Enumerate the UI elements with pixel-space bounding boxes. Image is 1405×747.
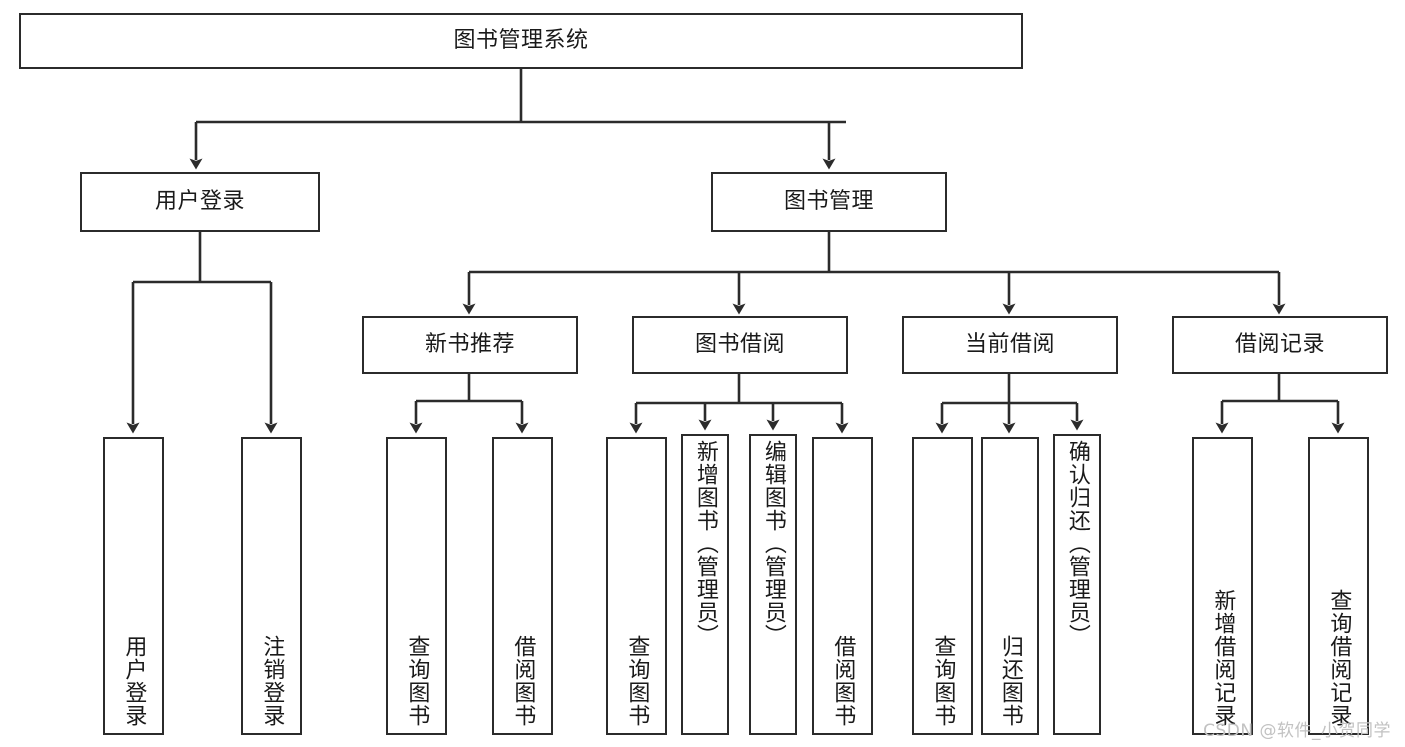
node-user-login[interactable]: 用户登录 bbox=[80, 172, 320, 232]
node-leaf-query-book-3[interactable]: 查询图书 bbox=[912, 437, 973, 735]
node-label: 注销登录 bbox=[259, 635, 285, 727]
node-label: 图书管理 bbox=[783, 189, 874, 214]
node-label: 查询借阅记录 bbox=[1326, 589, 1352, 727]
node-label: 确认归还（管理员） bbox=[1064, 440, 1090, 647]
node-leaf-confirm-return[interactable]: 确认归还（管理员） bbox=[1053, 434, 1101, 735]
node-label: 图书管理系统 bbox=[453, 28, 589, 53]
node-borrow-record[interactable]: 借阅记录 bbox=[1172, 316, 1388, 374]
node-leaf-query-record[interactable]: 查询借阅记录 bbox=[1308, 437, 1369, 735]
node-label: 查询图书 bbox=[930, 635, 956, 727]
node-label: 新书推荐 bbox=[424, 332, 515, 357]
node-label: 新增借阅记录 bbox=[1210, 589, 1236, 727]
watermark-csdn: CSDN @软件_小贺同学 bbox=[1203, 721, 1391, 741]
node-leaf-return-book[interactable]: 归还图书 bbox=[981, 437, 1039, 735]
node-leaf-query-book-2[interactable]: 查询图书 bbox=[606, 437, 667, 735]
node-leaf-query-book-1[interactable]: 查询图书 bbox=[386, 437, 447, 735]
node-leaf-edit-book[interactable]: 编辑图书（管理员） bbox=[749, 434, 797, 735]
node-label: 当前借阅 bbox=[964, 332, 1055, 357]
node-leaf-user-login[interactable]: 用户登录 bbox=[103, 437, 164, 735]
node-leaf-user-logout[interactable]: 注销登录 bbox=[241, 437, 302, 735]
node-book-management[interactable]: 图书管理 bbox=[711, 172, 947, 232]
node-leaf-borrow-book-1[interactable]: 借阅图书 bbox=[492, 437, 553, 735]
node-label: 新增图书（管理员） bbox=[692, 440, 718, 647]
node-label: 借阅图书 bbox=[830, 635, 856, 727]
node-label: 归还图书 bbox=[997, 635, 1023, 727]
node-label: 用户登录 bbox=[154, 189, 245, 214]
node-label: 查询图书 bbox=[624, 635, 650, 727]
node-label: 借阅图书 bbox=[510, 635, 536, 727]
node-new-book-recommend[interactable]: 新书推荐 bbox=[362, 316, 578, 374]
node-label: 用户登录 bbox=[121, 635, 147, 727]
node-label: 查询图书 bbox=[404, 635, 430, 727]
node-label: 编辑图书（管理员） bbox=[760, 440, 786, 647]
node-book-borrow[interactable]: 图书借阅 bbox=[632, 316, 848, 374]
node-root-title[interactable]: 图书管理系统 bbox=[19, 13, 1023, 69]
node-leaf-add-record[interactable]: 新增借阅记录 bbox=[1192, 437, 1253, 735]
node-leaf-borrow-book-2[interactable]: 借阅图书 bbox=[812, 437, 873, 735]
node-leaf-add-book[interactable]: 新增图书（管理员） bbox=[681, 434, 729, 735]
node-current-borrow[interactable]: 当前借阅 bbox=[902, 316, 1118, 374]
node-label: 图书借阅 bbox=[694, 332, 785, 357]
node-label: 借阅记录 bbox=[1234, 332, 1325, 357]
